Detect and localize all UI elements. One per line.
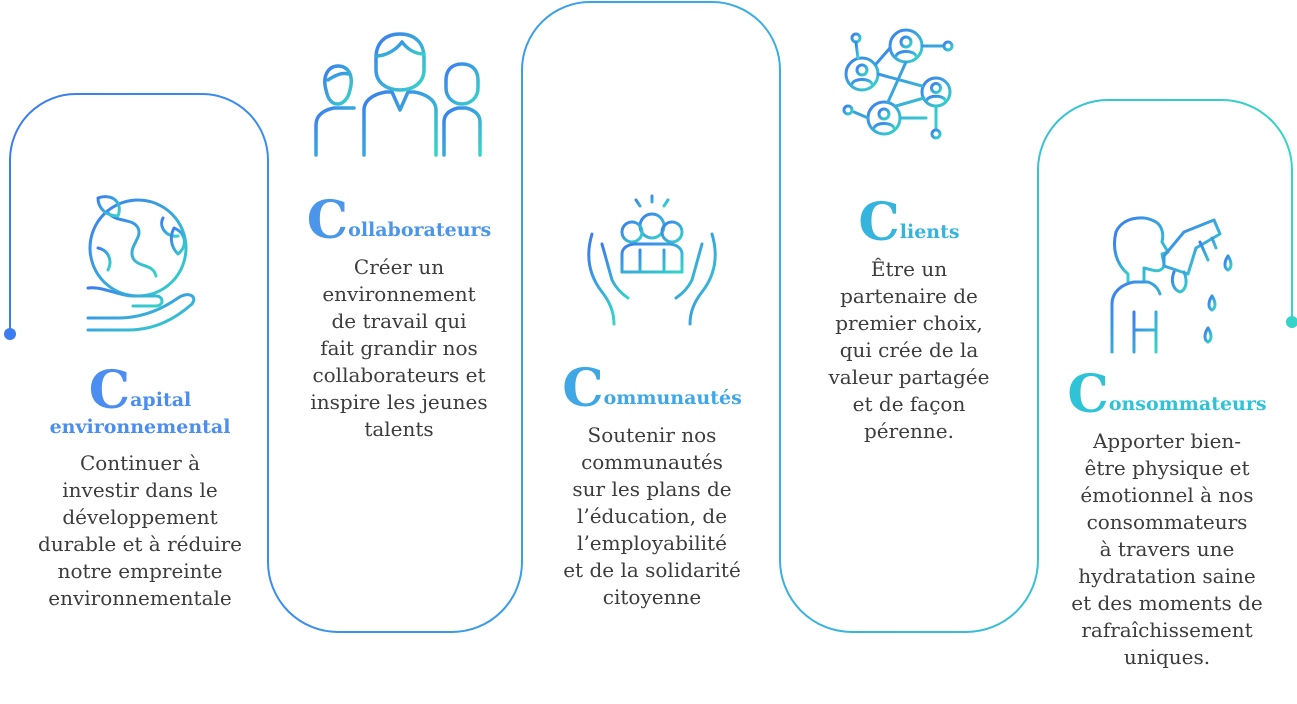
description-line: et de la solidarité — [563, 558, 741, 582]
pillar-description: Apporter bien- être physique et émotionn… — [1040, 428, 1294, 671]
description-line: l’éducation, de — [576, 504, 728, 528]
pillar-clients: Clients Être un partenaire de premier ch… — [788, 197, 1030, 445]
description-line: partenaire de — [840, 284, 978, 308]
pillar-consommateurs: Consommateurs Apporter bien- être physiq… — [1040, 369, 1294, 671]
description-line: uniques. — [1123, 645, 1211, 669]
frame-start-dot — [4, 328, 16, 340]
description-line: et de façon — [852, 392, 966, 416]
description-line: talents — [364, 417, 434, 441]
description-line: qui crée de la — [839, 338, 979, 362]
person-drinking-icon — [1110, 216, 1233, 354]
pillar-title-initial: C — [858, 192, 900, 253]
description-line: être physique et — [1084, 456, 1250, 480]
pillar-title-rest: onsommateurs — [1108, 393, 1267, 415]
pillar-title-rest: lients — [899, 221, 960, 243]
description-line: durable et à réduire — [38, 532, 242, 556]
description-line: pérenne. — [864, 419, 954, 443]
pillar-title-rest: apital — [130, 389, 192, 411]
description-line: valeur partagée — [828, 365, 990, 389]
pillar-title-line2: environnemental — [49, 416, 231, 438]
pillar-title: Capital environnemental — [20, 365, 260, 440]
description-line: communautés — [581, 450, 723, 474]
description-line: développement — [62, 505, 218, 529]
description-line: premier choix, — [835, 311, 983, 335]
pillar-title-initial: C — [306, 190, 349, 251]
pillar-description: Être un partenaire de premier choix, qui… — [788, 256, 1030, 445]
description-line: Être un — [870, 257, 948, 281]
pillar-description: Créer un environnement de travail qui fa… — [276, 254, 522, 443]
frame-line — [9, 0, 1293, 633]
pillar-title-initial: C — [1067, 364, 1109, 425]
pillar-title-rest: ommunautés — [603, 387, 742, 409]
earth-in-hand-icon — [86, 195, 196, 332]
description-line: Soutenir nos — [587, 423, 717, 447]
description-line: notre empreinte — [57, 559, 223, 583]
description-line: fait grandir nos — [320, 336, 478, 360]
description-line: investir dans le — [62, 478, 218, 502]
client-network-icon — [842, 28, 954, 140]
description-line: collaborateurs et — [312, 363, 486, 387]
pillar-title: Consommateurs — [1040, 369, 1294, 421]
description-line: citoyenne — [602, 585, 702, 609]
team-people-icon — [314, 32, 482, 157]
description-line: sur les plans de — [572, 477, 732, 501]
description-line: hydratation saine — [1078, 564, 1256, 588]
description-line: Continuer à — [79, 451, 201, 475]
description-line: environnementale — [48, 586, 232, 610]
pillar-capital-environnemental: Capital environnemental Continuer à inve… — [20, 365, 260, 612]
description-line: environnement — [322, 282, 476, 306]
description-line: consommateurs — [1086, 510, 1248, 534]
pillar-title: Communautés — [530, 363, 774, 415]
description-line: inspire les jeunes — [310, 390, 488, 414]
description-line: à travers une — [1099, 537, 1235, 561]
description-line: de travail qui — [331, 309, 467, 333]
pillar-collaborateurs: Collaborateurs Créer un environnement de… — [276, 195, 522, 443]
frame-end-dot — [1286, 316, 1297, 328]
description-line: émotionnel à nos — [1080, 483, 1254, 507]
pillar-description: Continuer à investir dans le développeme… — [20, 450, 260, 612]
pillar-communautes: Communautés Soutenir nos communautés sur… — [530, 363, 774, 611]
pillar-description: Soutenir nos communautés sur les plans d… — [530, 422, 774, 611]
pillar-title-rest: ollaborateurs — [348, 219, 492, 241]
description-line: rafraîchissement — [1081, 618, 1253, 642]
description-line: Apporter bien- — [1092, 429, 1242, 453]
description-line: l’employabilité — [577, 531, 727, 555]
description-line: Créer un — [353, 255, 445, 279]
pillar-title: Collaborateurs — [276, 195, 522, 247]
pillar-title-initial: C — [562, 358, 604, 419]
community-hands-icon — [587, 194, 717, 326]
description-line: et des moments de — [1071, 591, 1263, 615]
pillar-title-initial: C — [88, 360, 131, 421]
pillar-title: Clients — [788, 197, 1030, 249]
